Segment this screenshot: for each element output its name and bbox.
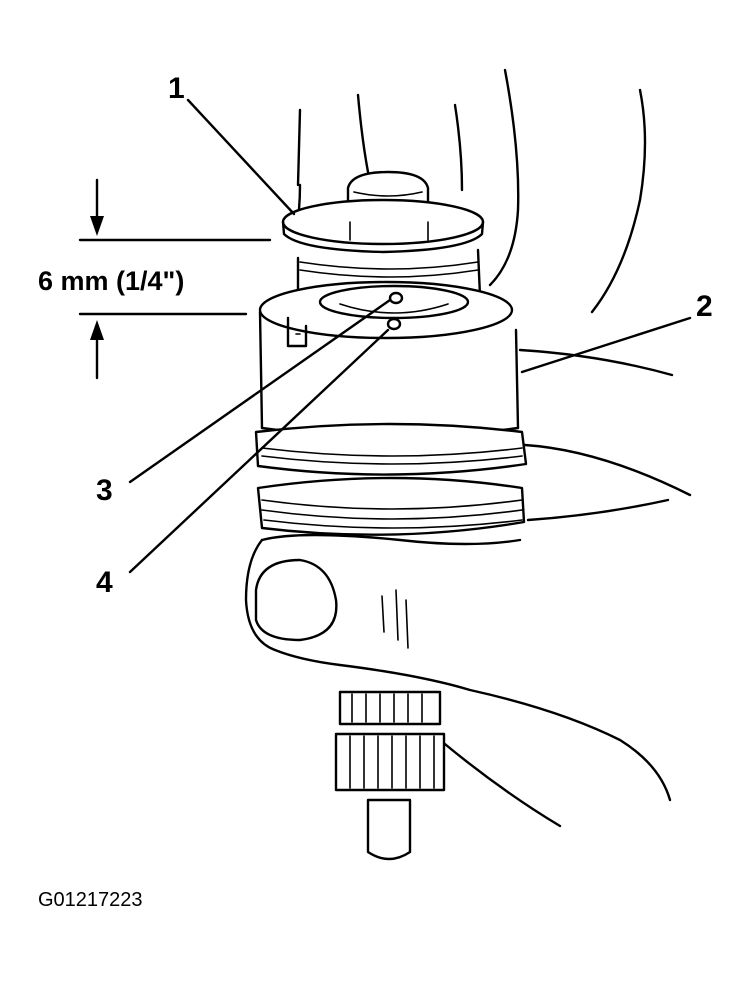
threaded-collar (254, 422, 528, 536)
lower-knob (334, 690, 446, 861)
bleed-holes (386, 291, 404, 331)
hole-upper (388, 291, 404, 305)
lower-hand-thumb (244, 533, 672, 828)
spring-section (296, 248, 482, 298)
adjustment-ring (281, 198, 485, 254)
dimension-label: 6 mm (1/4") (38, 266, 184, 296)
dimension-marker: 6 mm (1/4") (38, 178, 272, 380)
arrow-up-icon (90, 320, 104, 340)
figure-id: G01217223 (38, 889, 143, 911)
callout-4: 4 (96, 566, 113, 599)
callout-1: 1 (168, 72, 185, 105)
leader-lines (128, 98, 692, 574)
arrow-down-icon (90, 216, 104, 236)
callout-3: 3 (96, 474, 113, 507)
hole-lower (386, 317, 402, 331)
callout-2: 2 (696, 290, 713, 323)
right-hand-background (518, 348, 692, 522)
